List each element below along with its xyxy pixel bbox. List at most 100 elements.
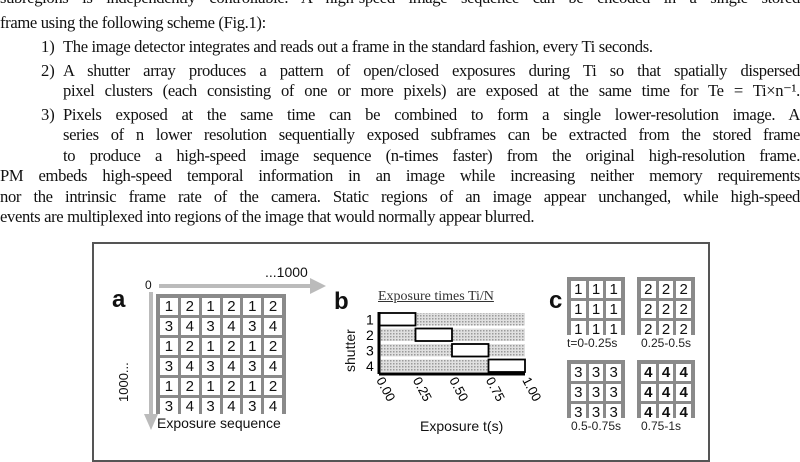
list-item-line: pixel clusters (each consisting of one o… — [63, 81, 800, 100]
x-tick-label: 0.75 — [483, 374, 508, 403]
grid-cell: 4 — [264, 318, 282, 335]
subframe-caption: t=0-0.25s — [567, 336, 618, 350]
subframe-cell: 4 — [658, 404, 674, 421]
grid-cell: 1 — [201, 378, 220, 395]
grid-cell: 1 — [160, 298, 178, 315]
grid-cell: 4 — [180, 398, 199, 415]
subframe-cell: 4 — [676, 404, 691, 421]
y-end-label: 1000... — [116, 362, 131, 402]
grid-cell: 1 — [201, 338, 220, 355]
panel-c-label: c — [549, 287, 563, 314]
grid-cell: 3 — [243, 318, 262, 335]
subframe-cell: 2 — [641, 281, 656, 298]
grid-cell: 3 — [201, 358, 220, 375]
text-line: subregions is independently controllable… — [0, 0, 800, 8]
grid-cell: 3 — [243, 398, 262, 415]
subframe-cell: 1 — [606, 281, 621, 298]
grid-cell: 4 — [264, 398, 282, 415]
grid-cell: 2 — [180, 338, 199, 355]
open-window-bar — [378, 312, 417, 327]
grid-cell: 2 — [180, 378, 199, 395]
list-item-line: Pixels exposed at the same time can be c… — [63, 104, 800, 124]
subframe-caption: 0.5-0.75s — [571, 419, 622, 433]
subframe-cell: 3 — [571, 384, 586, 401]
subframe-cell: 4 — [676, 384, 691, 401]
panel-b-label: b — [334, 288, 349, 315]
subframe-caption: 0.25-0.5s — [641, 336, 692, 350]
shutter-tick-label: 3 — [366, 343, 374, 359]
subframe-cell: 2 — [676, 321, 691, 338]
grid-cell: 1 — [201, 298, 220, 315]
grid-cell: 2 — [264, 338, 282, 355]
origin-label: 0 — [145, 278, 152, 292]
open-window-bar — [487, 358, 526, 373]
subframe-cell: 4 — [676, 364, 691, 381]
shutter-tick-label: 2 — [366, 327, 374, 343]
grid-cell: 2 — [180, 298, 199, 315]
subframe-cell: 1 — [588, 281, 604, 298]
subframe-cell: 4 — [641, 384, 656, 401]
grid-cell: 1 — [243, 338, 262, 355]
subframe-cell: 3 — [588, 404, 604, 421]
subframe-cell: 3 — [606, 384, 621, 401]
subframe-cell: 4 — [658, 364, 674, 381]
grid-cell: 2 — [264, 298, 282, 315]
grid-cell: 3 — [160, 358, 178, 375]
grid-cell: 2 — [264, 378, 282, 395]
grid-cell: 3 — [243, 358, 262, 375]
open-window-bar — [451, 343, 490, 358]
grid-cell: 1 — [160, 378, 178, 395]
list-number: 2) — [41, 60, 55, 80]
paragraph-line: PM embeds high-speed temporal informatio… — [0, 166, 800, 185]
grid-cell: 2 — [222, 378, 241, 395]
subframe-cell: 2 — [641, 301, 656, 318]
text-line: frame using the following scheme (Fig.1)… — [0, 12, 266, 32]
list-item-line: series of n lower resolution sequentiall… — [63, 125, 800, 144]
subframe-cell: 3 — [571, 404, 586, 421]
exposure-sequence-caption: Exposure sequence — [157, 415, 281, 431]
subframe-cell: 2 — [658, 301, 674, 318]
grid-cell: 1 — [243, 298, 262, 315]
subframe-cell: 1 — [571, 281, 586, 298]
x-tick-label: 0.25 — [410, 374, 435, 403]
subframe-cell: 1 — [571, 301, 586, 318]
subframe-cell: 2 — [676, 281, 691, 298]
subframe-cell: 1 — [606, 301, 621, 318]
subframe-cell: 1 — [588, 321, 604, 338]
subframe-cell: 1 — [571, 321, 586, 338]
subframe-cell: 3 — [606, 404, 621, 421]
subframe-cell: 3 — [588, 384, 604, 401]
list-number: 3) — [41, 104, 55, 124]
subframe-caption: 0.75-1s — [641, 419, 682, 433]
grid-cell: 4 — [222, 318, 241, 335]
open-window-bar — [414, 327, 453, 342]
list-number: 1) — [41, 37, 55, 56]
grid-cell: 4 — [180, 358, 199, 375]
x-tick-label: 1.00 — [519, 374, 544, 403]
x-end-label: ...1000 — [265, 264, 308, 280]
paragraph-line: events are multiplexed into regions of t… — [0, 207, 535, 226]
grid-cell: 4 — [222, 358, 241, 375]
grid-cell: 3 — [201, 318, 220, 335]
subframe-cell: 3 — [606, 364, 621, 381]
panel-a-label: a — [112, 286, 126, 313]
subframe-cell: 1 — [606, 321, 621, 338]
subframe-cell: 4 — [658, 384, 674, 401]
grid-cell: 2 — [222, 298, 241, 315]
chart-title: Exposure times Ti/N — [378, 289, 494, 304]
subframe-cell: 1 — [588, 301, 604, 318]
shutter-tick-label: 1 — [366, 312, 374, 328]
x-tick-label: 0.00 — [373, 374, 398, 403]
subframe-cell: 3 — [571, 364, 586, 381]
subframe-cell: 2 — [676, 301, 691, 318]
paragraph-line: nor the intrinsic frame rate of the came… — [0, 186, 800, 206]
x-tick-label: 0.50 — [446, 374, 471, 403]
grid-cell: 1 — [160, 338, 178, 355]
